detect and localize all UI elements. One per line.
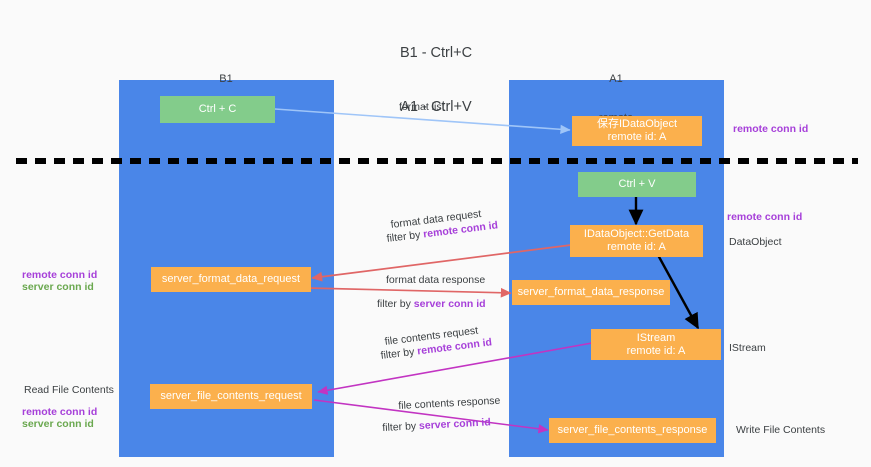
node-ctrl-c[interactable]: Ctrl + C: [160, 96, 275, 123]
filter-accent-server-conn-id: server conn id: [418, 416, 492, 433]
right-label-write-file-contents: Write File Contents: [736, 424, 826, 436]
page-title: B1 - Ctrl+C A1 - Ctrl+V: [336, 8, 536, 152]
filter-prefix: filter by: [386, 228, 424, 245]
edge-label-format-data-response-text: format data response: [386, 274, 486, 286]
node-istream[interactable]: IStream remote id: A: [591, 329, 721, 360]
edge-label-format-list-text: format list: [399, 101, 445, 113]
filter-accent-server-conn-id: server conn id: [413, 298, 486, 310]
left-label-server-conn-id-2: server conn id: [22, 418, 94, 430]
left-label-read-file-contents: Read File Contents: [24, 384, 114, 396]
left-label-remote-conn-id-2: remote conn id: [22, 406, 98, 418]
filter-prefix: filter by: [380, 345, 418, 362]
right-label-remote-conn-id-top: remote conn id: [733, 123, 809, 135]
filter-prefix: filter by: [382, 420, 420, 434]
right-label-remote-conn-id-mid: remote conn id: [727, 211, 803, 223]
node-save-idataobject[interactable]: 保存IDataObject remote id: A: [572, 116, 702, 146]
left-label-server-conn-id: server conn id: [22, 281, 94, 293]
node-idataobject-getdata[interactable]: IDataObject::GetData remote id: A: [570, 225, 703, 257]
edge-label-format-data-response-filter: filter by server conn id: [377, 298, 486, 310]
edge-label-format-data-response: format data response: [386, 274, 485, 286]
column-header-b1-name: B1: [219, 73, 233, 85]
edge-label-format-list: format list: [399, 101, 445, 113]
edge-label-file-contents-response-text: file contents response: [398, 394, 501, 412]
column-header-a1-name: A1: [609, 73, 623, 85]
right-label-istream: IStream: [729, 342, 766, 354]
edge-label-file-contents-response: file contents response: [398, 395, 501, 412]
right-label-dataobject: DataObject: [729, 236, 782, 248]
left-label-remote-conn-id: remote conn id: [22, 269, 98, 281]
arrow-format-data-response: [307, 287, 512, 298]
edge-label-file-contents-response-filter: filter by server conn id: [382, 416, 491, 434]
node-ctrl-v[interactable]: Ctrl + V: [578, 172, 696, 197]
node-server-file-contents-request[interactable]: server_file_contents_request: [150, 384, 312, 409]
node-server-format-data-request[interactable]: server_format_data_request: [151, 267, 311, 292]
node-server-file-contents-response[interactable]: server_file_contents_response: [549, 418, 716, 443]
page-title-line1: B1 - Ctrl+C: [399, 45, 473, 61]
filter-prefix: filter by: [377, 298, 414, 310]
node-server-format-data-response[interactable]: server_format_data_response: [512, 280, 670, 305]
